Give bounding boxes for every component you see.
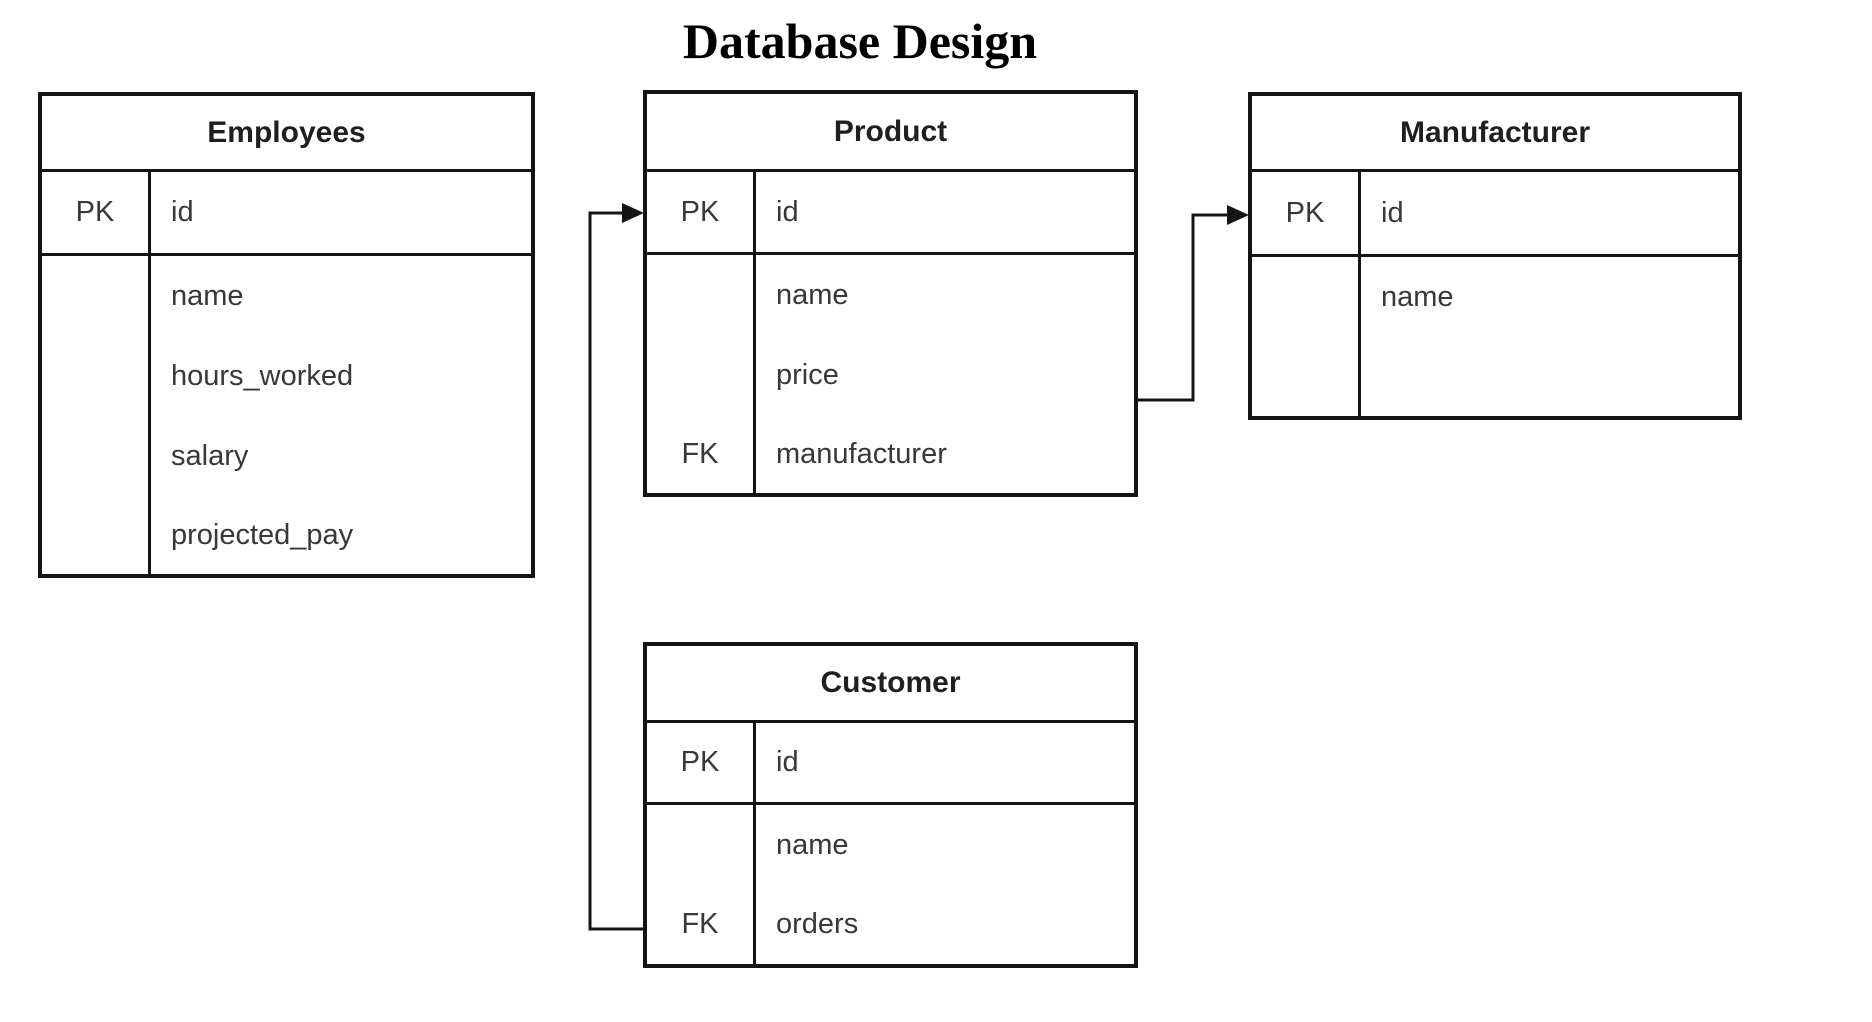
arrowhead-icon [622, 203, 644, 223]
table-product: Product PK id name price FK manufacturer [643, 90, 1138, 497]
table-row: PK id [1252, 172, 1738, 257]
field-cell: projected_pay [171, 518, 354, 551]
field-cell: orders [776, 908, 859, 940]
field-cell: price [776, 358, 839, 391]
key-cell [647, 805, 756, 885]
key-cell [42, 416, 151, 496]
table-row: PK id [42, 172, 531, 256]
table-customer-title: Customer [647, 646, 1134, 723]
field-cell: id [776, 746, 799, 778]
table-row: projected_pay [42, 496, 531, 574]
table-row: salary [42, 416, 531, 496]
field-cell: id [776, 195, 799, 228]
table-row: PK id [647, 172, 1134, 255]
key-cell: FK [647, 415, 756, 493]
table-row: PK id [647, 723, 1134, 805]
field-cell: manufacturer [776, 437, 947, 470]
table-product-title: Product [647, 94, 1134, 172]
key-cell: PK [42, 172, 151, 253]
field-cell [1361, 337, 1738, 416]
key-cell [42, 256, 151, 336]
field-cell: name [1381, 280, 1454, 313]
table-row: price [647, 335, 1134, 415]
field-cell: id [171, 196, 194, 228]
table-employees: Employees PK id name hours_worked salary… [38, 92, 535, 578]
key-cell: PK [647, 723, 756, 802]
table-row: name [1252, 257, 1738, 337]
table-row: name [647, 805, 1134, 885]
field-cell: hours_worked [171, 359, 354, 392]
key-cell [42, 336, 151, 416]
key-cell [1252, 337, 1361, 416]
table-employees-title: Employees [42, 96, 531, 172]
field-cell: id [1381, 196, 1404, 229]
table-row-filler [1252, 337, 1738, 416]
key-cell [647, 335, 756, 415]
field-cell: name [171, 279, 244, 312]
table-manufacturer: Manufacturer PK id name [1248, 92, 1742, 420]
table-customer: Customer PK id name FK orders [643, 642, 1138, 968]
table-row: hours_worked [42, 336, 531, 416]
connector-product-manufacturer-to-manufacturer-id [1138, 205, 1249, 402]
arrowhead-icon [1227, 205, 1249, 225]
field-cell: salary [171, 439, 249, 472]
key-cell: PK [647, 172, 756, 252]
table-manufacturer-title: Manufacturer [1252, 96, 1738, 172]
field-cell: name [776, 828, 849, 861]
key-cell: FK [647, 885, 756, 964]
diagram-title: Database Design [682, 13, 1038, 69]
key-cell [42, 496, 151, 574]
key-cell [1252, 257, 1361, 337]
table-row: FK manufacturer [647, 415, 1134, 493]
table-row: FK orders [647, 885, 1134, 964]
field-cell: name [776, 278, 849, 311]
key-cell: PK [1252, 172, 1361, 254]
table-row: name [647, 255, 1134, 335]
connector-customer-orders-to-product-id [588, 203, 644, 931]
key-cell [647, 255, 756, 335]
table-row: name [42, 256, 531, 336]
